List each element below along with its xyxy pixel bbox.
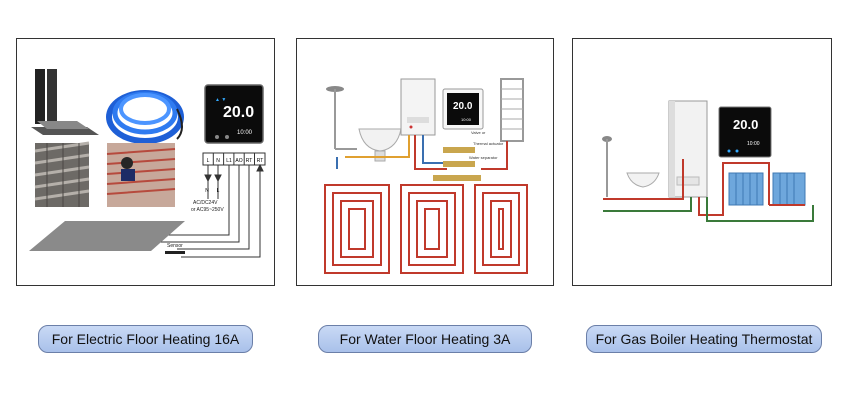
- thermostat-temp-display: 20.0: [223, 104, 254, 121]
- sensor-label: Sensor: [167, 243, 183, 249]
- water-heating-panel: 20.0 10:00 Valve or Thermal actuator: [296, 38, 554, 286]
- wire-label: N: [205, 188, 209, 194]
- heating-film-icon: [31, 69, 99, 135]
- towel-radiator-icon: [500, 78, 524, 142]
- valve-label: Valve or: [471, 130, 486, 135]
- shower-icon: [326, 86, 357, 150]
- sink-icon: [626, 172, 660, 188]
- radiator-icon: [772, 172, 806, 206]
- water-heating-diagram: 20.0 10:00 Valve or Thermal actuator: [324, 78, 528, 274]
- thermostat-time-display: 10:00: [237, 130, 253, 136]
- wiring: [147, 163, 264, 258]
- thermostat-device: 20.0 10:00: [442, 88, 484, 130]
- floor-heating-coils: [324, 184, 528, 274]
- cable-floor-photo: [106, 143, 176, 207]
- thermostat-device: ▲ ▼ 20.0 10:00: [204, 84, 264, 144]
- power-spec-line2: or AC95~250V: [191, 207, 224, 213]
- heating-pipes: [603, 162, 814, 222]
- water-heating-caption: For Water Floor Heating 3A: [318, 325, 532, 353]
- sensor-probe: [165, 251, 185, 254]
- power-spec-line1: AC/DC24V: [193, 200, 218, 206]
- gas-boiler-caption: For Gas Boiler Heating Thermostat: [586, 325, 822, 353]
- svg-text:▲ ▼: ▲ ▼: [215, 97, 226, 103]
- thermostat-time-display: 10:00: [461, 117, 472, 122]
- terminal-label: L: [207, 158, 210, 164]
- electric-heating-caption: For Electric Floor Heating 16A: [38, 325, 253, 353]
- floor-slab: [29, 221, 185, 251]
- supply-pipes: [336, 135, 508, 170]
- water-separator-manifold: [433, 147, 481, 181]
- shower-icon: [602, 136, 612, 197]
- gas-boiler-diagram: 20.0 10:00: [602, 100, 814, 222]
- thermostat-temp-display: 20.0: [453, 101, 473, 112]
- terminal-label: RT: [257, 158, 264, 164]
- electric-heating-panel: ▲ ▼ 20.0 10:00 L N L1 AO RT RT: [16, 38, 275, 286]
- boiler-icon: [668, 100, 708, 198]
- thermostat-temp-display: 20.0: [733, 117, 758, 132]
- thermostat-device: 20.0 10:00: [718, 106, 772, 158]
- film-floor-photo: [34, 141, 90, 207]
- thermostat-time-display: 10:00: [747, 141, 760, 147]
- terminal-label: RT: [246, 158, 253, 164]
- terminal-label: L1: [226, 158, 232, 164]
- terminal-label: N: [216, 158, 220, 164]
- heating-cable-icon: [106, 90, 184, 144]
- terminal-block: L N L1 AO RT RT: [202, 152, 266, 166]
- electric-heating-diagram: ▲ ▼ 20.0 10:00 L N L1 AO RT RT: [29, 69, 266, 258]
- terminal-label: AO: [235, 158, 242, 164]
- radiator-icon: [728, 172, 764, 206]
- boiler-icon: [400, 78, 436, 136]
- actuator-label: Thermal actuator: [473, 141, 504, 146]
- gas-boiler-panel: 20.0 10:00: [572, 38, 832, 286]
- wire-label: L: [217, 188, 220, 194]
- separator-label: Water separator: [469, 155, 498, 160]
